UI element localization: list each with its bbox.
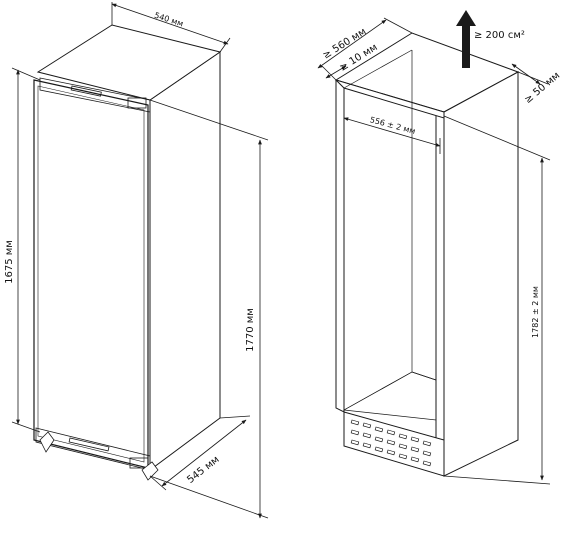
niche-floor: [342, 371, 437, 421]
fridge-foot-right: [141, 461, 159, 481]
top-vent-strip: [39, 77, 151, 113]
width-540-label: 540 мм: [153, 11, 184, 29]
niche-right-post: [435, 109, 445, 477]
total-height-1770-label: 1770 мм: [245, 308, 256, 352]
niche-left-post: [335, 79, 345, 413]
niche-height-1782-label: 1782 ± 2 мм: [531, 286, 540, 338]
plinth-vent-slots: [350, 419, 432, 467]
niche-drawing: [334, 32, 520, 477]
depth-545-label: 545 мм: [185, 454, 221, 486]
left-dimension-lines: [11, 2, 269, 519]
fridge-side-panel: [149, 51, 221, 471]
right-dimension-lines: [317, 17, 551, 485]
fridge-drawing: [33, 24, 222, 481]
fridge-door: [33, 79, 149, 469]
door-height-1675-label: 1675 мм: [4, 240, 15, 284]
vent-area-200-label: ≥ 200 см²: [474, 30, 525, 41]
niche-right-side: [443, 71, 519, 477]
niche-width-556-label: 556 ± 2 мм: [369, 115, 417, 136]
fridge-foot-left: [39, 431, 55, 453]
vent-up-arrow-icon: [456, 10, 476, 68]
